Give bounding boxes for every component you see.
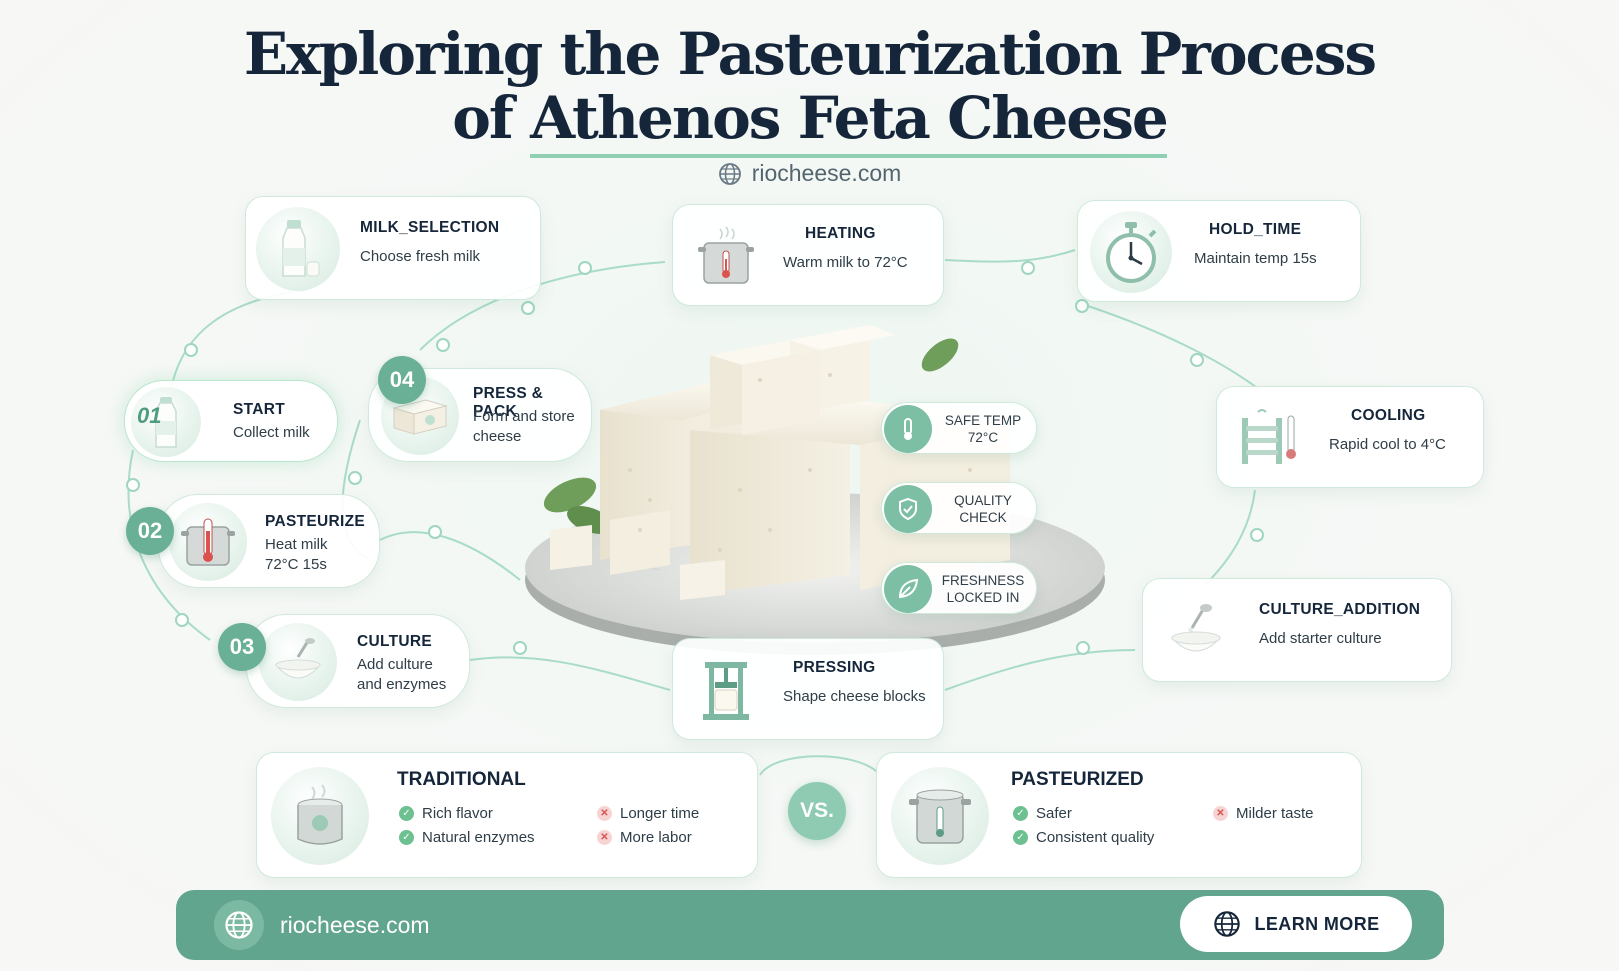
badge-freshness: FRESHNESS LOCKED IN (881, 562, 1037, 614)
site-url: riocheese.com (751, 160, 902, 186)
title-product-name: Athenos Feta Cheese (530, 84, 1169, 158)
check-icon: ✓ (1013, 806, 1028, 821)
comparison-title: TRADITIONAL (397, 769, 526, 790)
check-icon: ✓ (399, 830, 414, 845)
badge-line2: LOCKED IN (946, 590, 1020, 605)
step-desc: Collect milk (233, 424, 310, 441)
globe-icon (214, 900, 264, 950)
step-desc: Heat milk 72°C 15s (265, 535, 328, 575)
stage-desc: Rapid cool to 4°C (1329, 436, 1446, 453)
step-desc-line2: 72°C 15s (265, 556, 327, 573)
milk-bottle-icon (131, 387, 201, 457)
step-desc-line1: Add culture (357, 656, 433, 673)
stage-desc: Shape cheese blocks (783, 688, 926, 705)
comparison-card-pasteurized: PASTEURIZED ✓Safer ✓Consistent quality ✕… (876, 752, 1362, 878)
stage-card-heating[interactable]: HEATING Warm milk to 72°C (672, 204, 944, 306)
stage-card-hold-time[interactable]: HOLD_TIME Maintain temp 15s (1077, 200, 1361, 302)
footer-site-link[interactable]: riocheese.com (280, 912, 430, 938)
stage-card-cooling[interactable]: COOLING Rapid cool to 4°C (1216, 386, 1484, 488)
badge-line2: CHECK (959, 510, 1007, 525)
badge-line1: FRESHNESS (941, 573, 1025, 588)
steel-vat-icon (891, 767, 989, 865)
con-item: ✕Milder taste (1213, 805, 1314, 822)
heating-pot-icon (685, 215, 767, 297)
cross-icon: ✕ (597, 806, 612, 821)
step-number-badge: 04 (378, 356, 426, 404)
step-number: 01 (137, 403, 162, 428)
check-icon: ✓ (399, 806, 414, 821)
step-desc-line2: and enzymes (357, 676, 447, 693)
cooling-coil-icon (1229, 397, 1311, 479)
step-number-badge: 02 (126, 507, 174, 555)
stage-title: COOLING (1351, 407, 1426, 424)
stage-card-culture-addition[interactable]: CULTURE_ADDITION Add starter culture (1142, 578, 1452, 682)
step-card-pasteurize[interactable]: PASTEURIZE Heat milk 72°C 15s (158, 494, 380, 588)
stage-title: HEATING (805, 225, 876, 242)
stage-title: MILK_SELECTION (360, 219, 500, 236)
pro-item: ✓Rich flavor (399, 805, 493, 822)
cheese-press-icon (685, 649, 767, 731)
culture-bowl-icon (1155, 591, 1237, 673)
step-desc: Form and store cheese (473, 407, 575, 447)
con-item: ✕More labor (597, 829, 692, 846)
pot-thermometer-icon (169, 503, 247, 581)
step-card-culture[interactable]: CULTURE Add culture and enzymes (246, 614, 470, 708)
stage-desc: Maintain temp 15s (1194, 250, 1317, 267)
stage-title: CULTURE_ADDITION (1259, 601, 1421, 618)
title-prefix: of (452, 84, 531, 152)
comparison-card-traditional: TRADITIONAL ✓Rich flavor ✓Natural enzyme… (256, 752, 758, 878)
stage-desc: Choose fresh milk (360, 248, 481, 265)
comparison-title: PASTEURIZED (1011, 769, 1144, 790)
badge-line1: QUALITY (954, 493, 1012, 508)
learn-more-label: LEARN MORE (1254, 913, 1380, 934)
stage-card-milk-selection[interactable]: MILK_SELECTION Choose fresh milk (245, 196, 541, 300)
pro-item: ✓Natural enzymes (399, 829, 535, 846)
con-item: ✕Longer time (597, 805, 699, 822)
learn-more-button[interactable]: LEARN MORE (1180, 896, 1412, 952)
stage-desc: Warm milk to 72°C (783, 254, 908, 271)
stage-desc: Add starter culture (1259, 630, 1382, 647)
traditional-vat-icon (271, 767, 369, 865)
vs-badge: VS. (788, 782, 846, 840)
shield-check-icon (884, 485, 932, 533)
step-desc-line1: Form and store (473, 408, 575, 425)
stage-title: PRESSING (793, 659, 876, 676)
step-desc-line2: cheese (473, 428, 522, 445)
footer-bar: riocheese.com LEARN MORE (176, 890, 1444, 960)
page-title-line-1: Exploring the Pasteurization Process (243, 20, 1377, 88)
step-title: PRESS & PACK (473, 385, 544, 420)
milk-bottle-icon (256, 207, 340, 291)
step-desc-line1: Heat milk (265, 536, 328, 553)
thermometer-icon (884, 405, 932, 453)
stage-card-pressing[interactable]: PRESSING Shape cheese blocks (672, 638, 944, 740)
globe-icon (1213, 911, 1240, 937)
culture-bowl-icon (259, 623, 337, 701)
badge-line1: SAFE TEMP (944, 413, 1022, 428)
leaf-icon (884, 565, 932, 613)
badge-line2: 72°C (967, 430, 999, 445)
cross-icon: ✕ (597, 830, 612, 845)
pro-item: ✓Safer (1013, 805, 1072, 822)
step-title: START (233, 401, 286, 418)
site-link-top[interactable]: riocheese.com (0, 160, 1619, 187)
badge-safe-temp: SAFE TEMP 72°C (881, 402, 1037, 454)
pro-item: ✓Consistent quality (1013, 829, 1154, 846)
step-number-badge: 03 (218, 623, 266, 671)
globe-icon (718, 162, 741, 185)
stopwatch-icon (1090, 211, 1172, 293)
step-desc: Add culture and enzymes (357, 655, 446, 695)
cross-icon: ✕ (1213, 806, 1228, 821)
stage-title: HOLD_TIME (1209, 221, 1302, 238)
page-title-line-2: of Athenos Feta Cheese (0, 84, 1619, 158)
step-card-start[interactable]: 01 START Collect milk (124, 380, 338, 462)
step-title: PASTEURIZE (265, 513, 366, 530)
check-icon: ✓ (1013, 830, 1028, 845)
step-title: CULTURE (357, 633, 432, 650)
step-card-press-pack[interactable]: PRESS & PACK Form and store cheese (368, 368, 592, 462)
badge-quality-check: QUALITY CHECK (881, 482, 1037, 534)
